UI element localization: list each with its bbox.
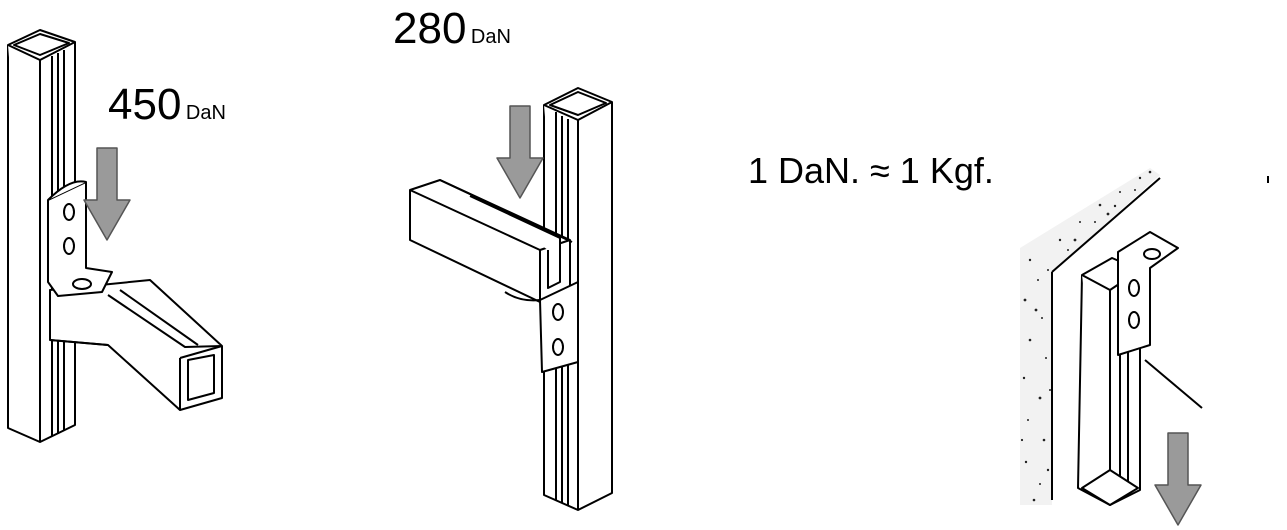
left-load-arrow [83, 147, 131, 241]
right-load-arrow [1154, 432, 1202, 526]
left-assembly [7, 29, 223, 443]
middle-load-value: 280 [393, 4, 467, 53]
middle-load-unit: DaN [470, 26, 511, 48]
left-load-value: 450 [108, 80, 182, 129]
wall-surface [1020, 168, 1160, 505]
left-load-unit: DaN [185, 102, 226, 124]
left-vertical-channel [7, 29, 76, 443]
middle-load-arrow [496, 105, 544, 199]
left-horizontal-channel [49, 279, 223, 411]
leader-line [1144, 359, 1203, 409]
right-angle-bracket [1117, 231, 1179, 356]
middle-horizontal-channel [409, 179, 573, 303]
conversion-note: 1 DaN. ≈ 1 Kgf. [748, 150, 994, 191]
middle-load-label: 280 DaN [393, 4, 511, 54]
left-load-label: 450 DaN [108, 80, 226, 130]
right-assembly [1020, 168, 1203, 526]
middle-angle-bracket [504, 281, 579, 373]
middle-assembly [409, 87, 613, 511]
left-angle-bracket [47, 180, 113, 297]
